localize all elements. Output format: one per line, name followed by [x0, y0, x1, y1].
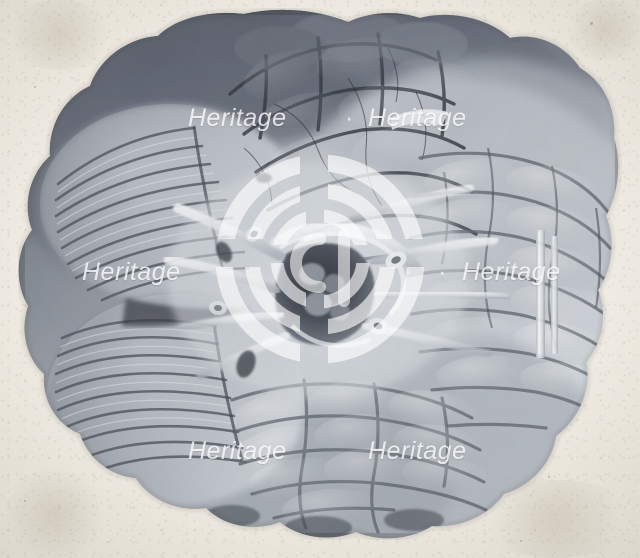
paper-speck: [520, 540, 522, 542]
brain-body: [18, 9, 619, 539]
brain-specimen-image: [18, 8, 622, 540]
paper-speck: [590, 22, 593, 25]
paper-speck: [24, 500, 26, 502]
paper-speck: [548, 476, 550, 478]
paper-stain: [0, 470, 110, 558]
paper-stain: [560, 0, 640, 60]
paper-stain: [0, 0, 120, 70]
paper-speck: [34, 86, 36, 88]
specimen-edge-shadow: [18, 8, 620, 540]
brain-specimen-illustration: [18, 8, 620, 540]
